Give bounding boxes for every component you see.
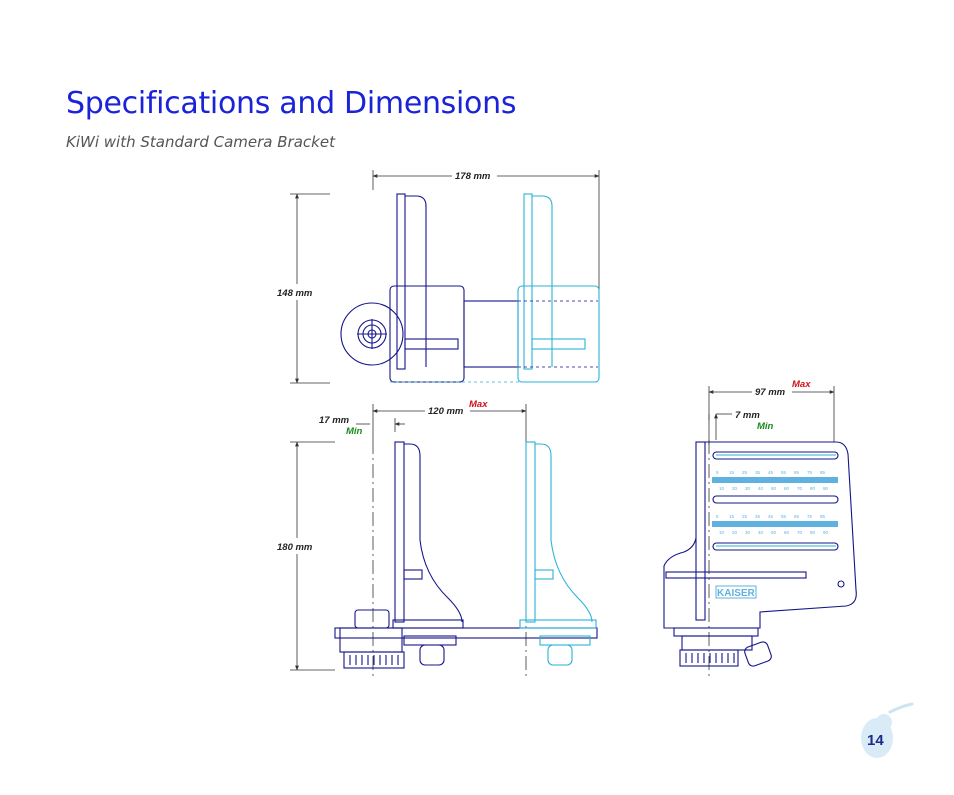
svg-text:50: 50 [771, 530, 777, 535]
front-view-drawing [290, 404, 598, 680]
svg-text:40: 40 [758, 530, 764, 535]
top-width-label: 178 mm [455, 171, 491, 182]
svg-text:45: 45 [768, 514, 774, 519]
svg-text:75: 75 [807, 514, 813, 519]
front-height-label: 180 mm [277, 542, 313, 553]
side-min-label: Min [757, 421, 774, 432]
side-max-width-label: 97 mm [755, 387, 786, 398]
svg-text:10: 10 [719, 486, 725, 491]
svg-text:35: 35 [755, 470, 761, 475]
page-number: 14 [867, 732, 884, 749]
svg-text:85: 85 [820, 514, 826, 519]
svg-text:90: 90 [823, 486, 829, 491]
kaiser-logo: KAISER [717, 588, 756, 599]
svg-text:25: 25 [742, 470, 748, 475]
svg-text:10: 10 [719, 530, 725, 535]
front-min-label: Min [346, 426, 363, 437]
svg-text:55: 55 [781, 514, 787, 519]
side-view-drawing: 5 15 25 35 45 55 65 75 85 10 20 30 40 50 60 70 80 90 5 15… [663, 386, 857, 680]
svg-text:45: 45 [768, 470, 774, 475]
svg-text:80: 80 [810, 530, 816, 535]
svg-text:50: 50 [771, 486, 777, 491]
svg-text:20: 20 [732, 486, 738, 491]
svg-text:15: 15 [729, 470, 735, 475]
svg-text:90: 90 [823, 530, 829, 535]
svg-text:80: 80 [810, 486, 816, 491]
svg-text:35: 35 [755, 514, 761, 519]
svg-text:75: 75 [807, 470, 813, 475]
svg-text:20: 20 [732, 530, 738, 535]
side-max-label: Max [792, 379, 811, 390]
svg-text:5: 5 [716, 514, 719, 519]
svg-text:15: 15 [729, 514, 735, 519]
front-max-label: Max [469, 399, 488, 410]
svg-text:55: 55 [781, 470, 787, 475]
svg-text:40: 40 [758, 486, 764, 491]
front-max-width-label: 120 mm [428, 406, 464, 417]
svg-text:5: 5 [716, 470, 719, 475]
top-height-label: 148 mm [277, 288, 313, 299]
svg-text:70: 70 [797, 486, 803, 491]
page-subtitle: KiWi with Standard Camera Bracket [66, 133, 335, 151]
front-min-width-label: 17 mm [319, 415, 350, 426]
side-min-width-label: 7 mm [735, 410, 760, 421]
svg-text:30: 30 [745, 486, 751, 491]
top-view-drawing [290, 170, 600, 384]
svg-text:85: 85 [820, 470, 826, 475]
svg-text:30: 30 [745, 530, 751, 535]
svg-text:60: 60 [784, 530, 790, 535]
svg-text:25: 25 [742, 514, 748, 519]
kiwi-page-badge: 14 [861, 702, 914, 758]
svg-text:70: 70 [797, 530, 803, 535]
page-title: Specifications and Dimensions [66, 86, 517, 121]
svg-text:65: 65 [794, 470, 800, 475]
svg-text:65: 65 [794, 514, 800, 519]
svg-text:60: 60 [784, 486, 790, 491]
